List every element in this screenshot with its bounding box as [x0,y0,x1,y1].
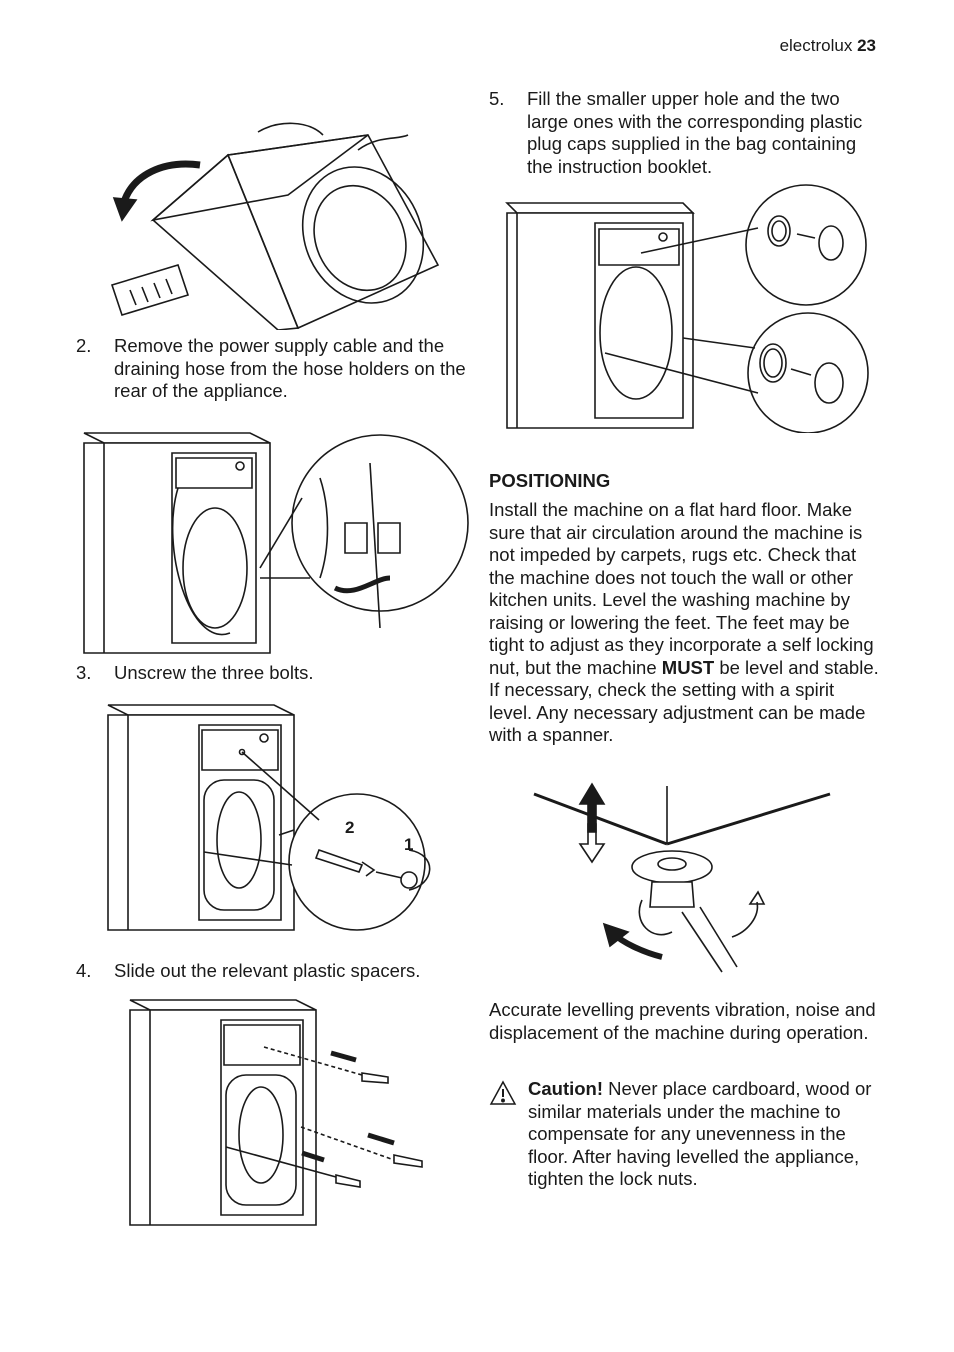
step-2: 2. Remove the power supply cable and the… [76,335,476,403]
caution-text-block: Caution! Never place cardboard, wood or … [528,1078,881,1191]
bolt-icon [316,850,374,876]
plug-cap-icon [760,216,843,403]
caution-block: Caution! Never place cardboard, wood or … [489,1078,881,1191]
figure-plastic-spacers [126,995,446,1230]
page-number: 23 [857,36,876,55]
warning-triangle-icon [489,1080,517,1106]
brand-name: electrolux [779,36,853,55]
figure-hose-removal [80,428,470,658]
must-emphasis: MUST [661,656,715,678]
step-5: 5. Fill the smaller upper hole and the t… [489,88,879,178]
figure-label-2: 2 [345,818,355,837]
caution-label: Caution! [528,1078,604,1099]
step-text: Slide out the relevant plastic spacers. [114,960,421,981]
spacer-icon [336,1073,422,1187]
step-text: Unscrew the three bolts. [114,662,314,683]
step-text: Fill the smaller upper hole and the two … [527,88,863,177]
arrow-down-icon [580,824,604,862]
screw-icon [376,872,417,888]
para-text: Install the machine on a flat hard floor… [489,499,874,678]
adjustable-foot-icon [632,851,712,907]
step-number: 5. [489,88,505,109]
step-number: 4. [76,960,92,981]
figure-unscrew-bolts [104,700,450,938]
step-number: 2. [76,335,92,356]
step-4: 4. Slide out the relevant plastic spacer… [76,960,476,983]
para-text: be level and stable. If necessary, check… [489,656,879,746]
figure-plug-caps [503,183,871,433]
step-3: 3. Unscrew the three bolts. [76,662,476,685]
figure-levelling-foot [532,782,832,982]
caution-text: Never place cardboard, wood or similar m… [528,1078,872,1189]
arrow-up-icon [580,784,604,832]
spanner-icon [639,900,737,972]
figure-tilt-machine [108,90,448,330]
levelling-paragraph: Accurate levelling prevents vibration, n… [489,999,876,1043]
positioning-paragraph: Install the machine on a flat hard floor… [489,499,881,747]
figure-label-1: 1 [404,835,414,854]
page-header: electrolux 23 [780,36,876,56]
step-text: Remove the power supply cable and the dr… [114,335,466,401]
positioning-title: POSITIONING [489,470,611,491]
step-number: 3. [76,662,92,683]
